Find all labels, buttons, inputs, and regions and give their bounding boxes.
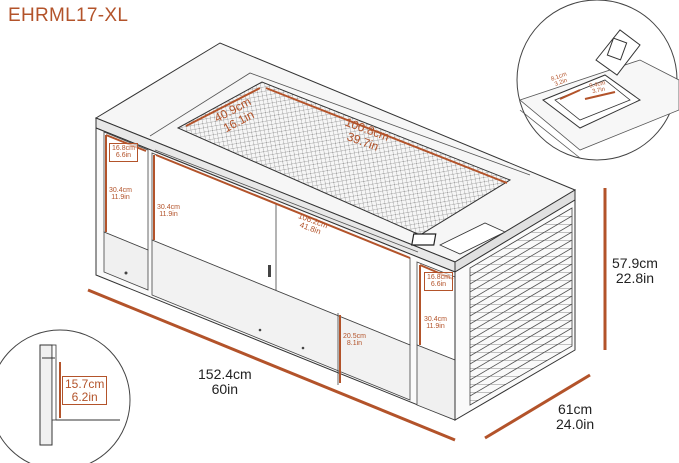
length-in: 60in: [211, 380, 239, 397]
left-end-width-label: 16.8cm 6.6in: [109, 143, 138, 162]
height-label: 57.9cm 22.8in: [612, 256, 658, 285]
height-cm: 57.9cm: [612, 255, 658, 271]
right-end-width-label: 16.8cm 6.6in: [424, 272, 453, 291]
left-door-height-in: 11.9in: [159, 211, 178, 219]
length-cm: 152.4cm: [198, 366, 252, 382]
left-end-height-cm: 30.4cm: [109, 187, 132, 194]
right-end-height-label: 30.4cm 11.9in: [424, 316, 447, 331]
left-door-height-label: 30.4cm 11.9in: [157, 204, 180, 219]
left-door-height-cm: 30.4cm: [157, 204, 180, 211]
left-end-width-in: 6.6in: [115, 152, 132, 160]
burner-mesh: [176, 81, 512, 236]
control-panel: [411, 222, 506, 255]
right-end-height-in: 11.9in: [426, 323, 445, 331]
right-end-height-cm: 30.4cm: [424, 316, 447, 323]
length-label: 152.4cm 60in: [198, 367, 252, 396]
left-end-height-in: 11.9in: [111, 194, 130, 202]
lower-panel-height-label: 20.5cm 8.1in: [343, 333, 366, 348]
inset-access-panel: [516, 0, 679, 161]
inset-wall-in: 6.2in: [71, 389, 98, 404]
inset-wall-cm: 15.7cm: [65, 377, 105, 391]
height-in: 22.8in: [615, 269, 655, 286]
right-end-width-cm: 16.8cm: [427, 274, 450, 281]
left-end-height-label: 30.4cm 11.9in: [109, 187, 132, 202]
inset-wall-label: 15.7cm 6.2in: [62, 376, 108, 406]
right-end-width-in: 6.6in: [430, 281, 447, 289]
width-cm: 61cm: [557, 401, 593, 417]
model-number: EHRML17-XL: [8, 5, 129, 26]
width-in: 24.0in: [556, 415, 595, 432]
lower-panel-height-cm: 20.5cm: [343, 333, 366, 340]
lower-panel-height-in: 8.1in: [346, 340, 363, 348]
side-face: [454, 199, 576, 421]
width-label: 61cm 24.0in: [556, 402, 594, 431]
left-end-width-cm: 16.8cm: [112, 145, 135, 152]
